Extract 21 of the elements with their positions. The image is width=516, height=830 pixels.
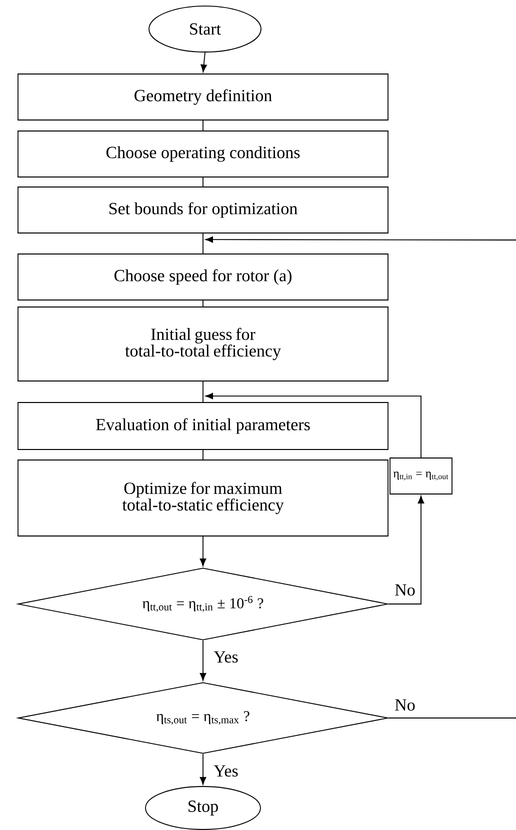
process-box: Optimize for maximum total-to-static efficiency xyxy=(18,460,388,536)
arrow xyxy=(200,754,206,785)
process-box: Choose operating conditions xyxy=(18,130,388,178)
arrow xyxy=(205,392,422,458)
arrow xyxy=(388,496,424,604)
stop-oval: Stop xyxy=(145,786,261,830)
process-box: Set bounds for optimization xyxy=(18,186,388,234)
start-oval: Start xyxy=(148,6,262,52)
process-box: Choose speed for rotor (a) xyxy=(18,254,388,300)
process-box: η$_{tt,in}$ = η$_{tt,out}$ xyxy=(390,458,452,494)
edge-label: No xyxy=(394,698,416,712)
edge-label: Yes xyxy=(212,764,240,778)
arrow xyxy=(200,52,207,72)
process-box: Geometry definition xyxy=(18,74,388,120)
edge-label: No xyxy=(394,583,416,597)
arrow xyxy=(200,536,206,566)
edge-label: Yes xyxy=(212,650,240,664)
arrow xyxy=(205,236,516,243)
process-box: Evaluation of initial parameters xyxy=(18,402,388,450)
process-box: Initial guess for total-to-total efficiency xyxy=(18,306,388,382)
arrow xyxy=(200,640,206,681)
